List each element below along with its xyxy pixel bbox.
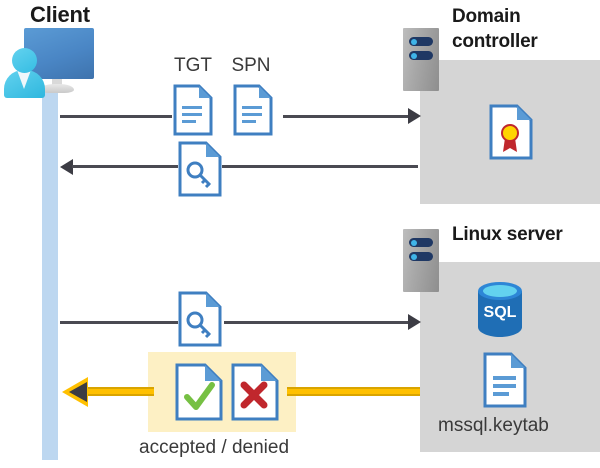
arrow-head-to-client-icon bbox=[60, 159, 73, 175]
server-rack-icon bbox=[403, 28, 439, 91]
document-key-icon bbox=[178, 141, 222, 197]
flow-dc-to-client-segment-right bbox=[222, 165, 418, 168]
document-key-icon bbox=[178, 291, 222, 347]
spn-label: SPN bbox=[231, 55, 271, 76]
client-lifeline bbox=[42, 88, 58, 460]
domain-controller-title-line2: controller bbox=[452, 31, 538, 52]
monitor-base-icon bbox=[40, 84, 74, 93]
sql-database-icon: SQL bbox=[474, 280, 526, 338]
flow-client-to-dc-segment-left bbox=[60, 115, 172, 118]
domain-controller-title-line1: Domain bbox=[452, 6, 521, 27]
keytab-filename-label: mssql.keytab bbox=[438, 415, 549, 436]
document-icon bbox=[483, 352, 527, 408]
document-cross-icon bbox=[231, 363, 279, 421]
server-bay-icon bbox=[409, 238, 433, 247]
flow-client-to-dc-segment-right bbox=[283, 115, 411, 118]
document-icon bbox=[173, 84, 213, 136]
flow-dc-to-client-segment-left bbox=[72, 165, 178, 168]
flow-client-to-linux-segment-left bbox=[60, 321, 178, 324]
document-certificate-icon bbox=[489, 104, 533, 160]
arrow-head-to-linux-icon bbox=[408, 314, 421, 330]
server-rack-icon bbox=[403, 229, 439, 292]
linux-server-title: Linux server bbox=[452, 224, 563, 245]
user-collar-icon bbox=[17, 70, 31, 89]
flow-linux-to-client-segment-left bbox=[86, 387, 154, 396]
monitor-icon bbox=[24, 28, 94, 79]
client-title: Client bbox=[30, 2, 90, 27]
document-icon bbox=[233, 84, 273, 136]
server-bay-icon bbox=[409, 252, 433, 261]
document-check-icon bbox=[175, 363, 223, 421]
verdict-label: accepted / denied bbox=[139, 437, 290, 458]
server-bay-icon bbox=[409, 51, 433, 60]
gold-arrow-head-icon bbox=[69, 382, 87, 402]
arrow-head-to-dc-icon bbox=[408, 108, 421, 124]
server-bay-icon bbox=[409, 37, 433, 46]
domain-controller-title: Domain controller bbox=[452, 4, 592, 54]
tgt-label: TGT bbox=[174, 55, 212, 76]
svg-text:SQL: SQL bbox=[484, 304, 517, 321]
flow-client-to-linux-segment-right bbox=[224, 321, 411, 324]
user-head-icon bbox=[12, 48, 37, 73]
flow-linux-to-client-segment-right bbox=[287, 387, 420, 396]
